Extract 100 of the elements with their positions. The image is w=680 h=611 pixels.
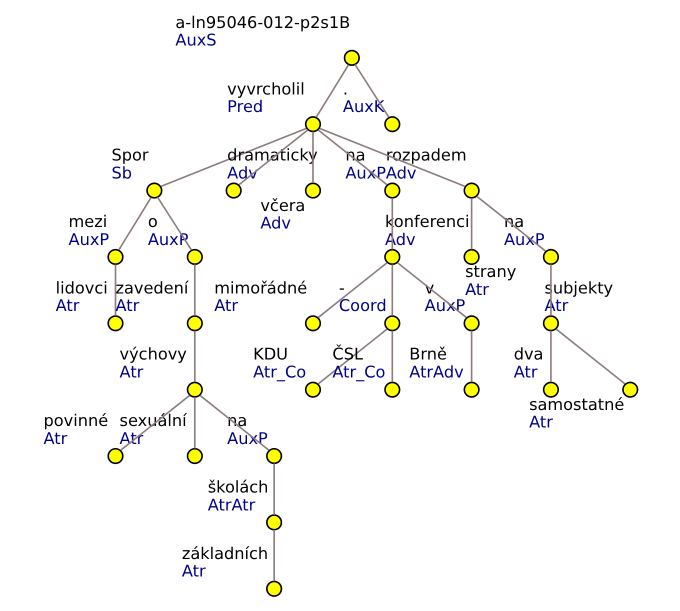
connector: [470, 330, 472, 382]
connector: [272, 530, 274, 582]
node-circle: [106, 448, 124, 464]
node-label: školách: [207, 477, 268, 496]
node-label: AtrAtr: [207, 495, 255, 514]
node-circle: [266, 580, 282, 597]
node-circle: [384, 182, 400, 199]
node-label: a-ln95046-012-p2s1B: [174, 12, 350, 32]
connector: [396, 262, 466, 318]
node-label: dramaticky: [226, 146, 318, 165]
node-label: AuxP: [147, 230, 188, 249]
connector: [156, 196, 192, 250]
node-label: AtrAdv: [408, 362, 464, 382]
connector: [317, 328, 388, 384]
connector: [319, 128, 465, 188]
node-circle: [186, 248, 202, 266]
node-circle: [106, 315, 124, 332]
node-label: ČSL: [332, 344, 362, 364]
node-circle: [304, 182, 321, 199]
node-label: Atr: [181, 562, 206, 581]
connector: [390, 264, 393, 316]
node-label: Adv: [385, 163, 416, 182]
node-label: Spor: [110, 146, 148, 165]
node-label: výchovy: [119, 344, 186, 364]
node-label: mezi: [68, 212, 107, 231]
connector: [199, 394, 269, 451]
connector: [390, 330, 393, 382]
node-circle: [463, 182, 480, 199]
node-label: sexuální: [119, 411, 186, 430]
node-circle: [542, 248, 559, 266]
connector: [272, 463, 274, 515]
node-label: Atr: [528, 412, 552, 432]
node-circle: [266, 448, 282, 464]
connector: [317, 129, 387, 186]
node-label: Adv: [260, 214, 290, 233]
node-label: základních: [181, 544, 268, 563]
node-circle: [542, 315, 559, 332]
node-label: Atr: [464, 280, 488, 299]
node-label: konferenci: [384, 212, 469, 231]
node-label: Sb: [110, 163, 132, 182]
connector: [470, 198, 472, 250]
node-label: Pred: [226, 97, 263, 116]
node-label: včera: [260, 196, 305, 215]
node-circle: [343, 50, 360, 66]
connector: [120, 394, 190, 451]
node-label: Atr: [115, 296, 139, 316]
node-circle: [304, 382, 321, 398]
node-label: Brně: [408, 344, 446, 364]
node-label: lidovci: [55, 278, 108, 298]
node-label: povinné: [42, 411, 108, 430]
node-circle: [463, 248, 480, 266]
connector: [118, 197, 152, 250]
connector: [354, 64, 389, 118]
node-label: AuxP: [68, 230, 109, 249]
node-label: Coord: [338, 296, 386, 316]
node-label: Atr_Co: [252, 362, 306, 382]
connector: [550, 330, 552, 382]
node-label: AuxP: [503, 230, 544, 249]
node-label: Atr: [42, 428, 67, 448]
node-label: Adv: [226, 163, 258, 182]
connector: [312, 132, 314, 183]
node-circle: [463, 315, 480, 332]
connector: [194, 264, 196, 316]
node-label: Atr: [214, 296, 238, 316]
connector: [555, 328, 625, 384]
node-circle: [186, 315, 202, 332]
connector: [317, 262, 388, 318]
connector: [550, 264, 552, 316]
node-label: Atr: [119, 362, 143, 382]
node-circle: [146, 182, 162, 199]
node-label: subjekty: [544, 278, 613, 298]
node-circle: [266, 514, 282, 530]
node-circle: [622, 382, 638, 398]
node-label: Atr: [55, 296, 79, 316]
node-circle: [186, 448, 202, 464]
connector: [390, 198, 393, 250]
node-circle: [542, 382, 559, 398]
node-label: -: [338, 278, 344, 298]
connector: [194, 330, 196, 382]
node-label: AuxK: [342, 97, 384, 116]
node-circle: [225, 182, 242, 199]
node-label: AuxS: [174, 30, 216, 50]
connector: [194, 397, 196, 448]
node-label: o: [147, 212, 158, 231]
connector: [160, 128, 306, 188]
node-circle: [384, 315, 400, 332]
node-label: dva: [513, 344, 543, 364]
node-circle: [384, 116, 400, 132]
node-label: AuxP: [344, 163, 386, 182]
node-label: Atr: [513, 362, 537, 382]
node-label: zavedení: [115, 278, 188, 298]
node-label: strany: [464, 262, 516, 282]
node-label: rozpadem: [385, 146, 466, 165]
node-circle: [186, 382, 202, 398]
node-label: vyvrcholil: [226, 79, 304, 98]
node-circle: [304, 315, 321, 332]
node-label: KDU: [252, 344, 288, 364]
node-label: Atr_Co: [332, 362, 385, 382]
connector: [238, 129, 308, 186]
connector: [476, 196, 546, 252]
